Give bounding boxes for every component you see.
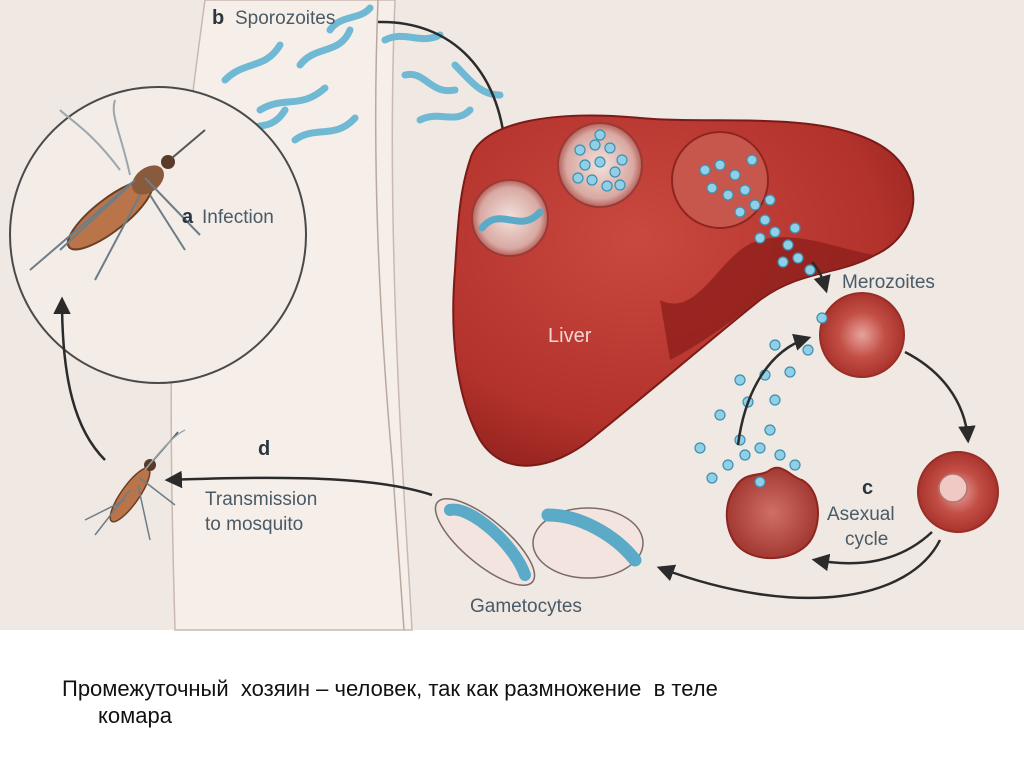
slide-caption: Промежуточный хозяин – человек, так как … xyxy=(62,675,1002,729)
transmission-label-line2: to mosquito xyxy=(205,514,303,535)
infection-label: Infection xyxy=(202,207,274,228)
gametocytes-label: Gametocytes xyxy=(470,596,582,617)
rbc-merozoite-entry xyxy=(820,293,904,377)
transmission-label-line1: Transmission xyxy=(205,489,317,510)
infection-circle xyxy=(10,87,306,383)
caption-line1: Промежуточный хозяин – человек, так как … xyxy=(62,675,1002,702)
asexual-label-line2: cycle xyxy=(845,529,888,550)
malaria-life-cycle-diagram: a Infection b Sporozoites Liver Merozoit… xyxy=(0,0,1024,640)
liver-label: Liver xyxy=(548,325,592,347)
asexual-letter: c xyxy=(862,477,873,499)
asexual-label-line1: Asexual xyxy=(827,504,895,525)
gametocyte-right xyxy=(533,508,643,578)
rbc-bursting xyxy=(727,468,818,558)
sporozoites-letter: b xyxy=(212,7,224,29)
infection-letter: a xyxy=(182,206,194,228)
caption-line2: комара xyxy=(62,702,1002,729)
sporozoites-label: Sporozoites xyxy=(235,8,335,29)
transmission-letter: d xyxy=(258,438,270,460)
merozoites-label: Merozoites xyxy=(842,272,935,293)
hepatocyte-rupturing xyxy=(672,132,768,228)
